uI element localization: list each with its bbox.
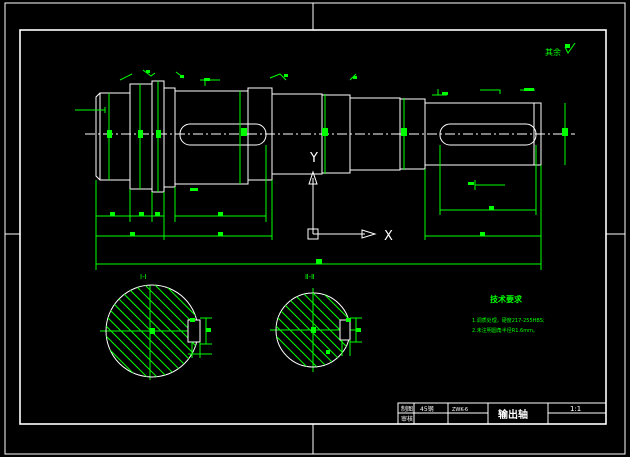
title-block-drawn-by: 制图 [401, 405, 413, 413]
title-block-material: 45钢 [420, 405, 434, 413]
roughness-note-text: 其余 [545, 47, 561, 57]
section-label-1: Ⅰ-Ⅰ [140, 273, 147, 281]
title-block-code: ZWK-6 [452, 407, 468, 413]
section-hatch-1 [106, 285, 198, 377]
title-block: 制图 审核 45钢 ZWK-6 输出轴 1:1 [397, 402, 607, 425]
section-view-2: Ⅱ-Ⅱ [270, 273, 362, 372]
section-view-1: Ⅰ-Ⅰ [100, 273, 212, 380]
title-block-part-name: 输出轴 [498, 408, 528, 421]
main-view-dimensions [75, 69, 568, 270]
technical-requirements: 技术要求 1.调质处理，硬度217-255HBS; 2.未注明圆角半径R1.6m… [472, 294, 545, 334]
tech-req-title: 技术要求 [490, 294, 523, 304]
title-block-checked-by: 审核 [401, 415, 413, 423]
drawing-frame [4, 2, 626, 455]
tech-req-item-2: 2.未注明圆角半径R1.6mm。 [472, 327, 538, 334]
ucs-axis-icon: Y X [307, 151, 393, 244]
section-label-2: Ⅱ-Ⅱ [305, 273, 314, 281]
tech-req-item-1: 1.调质处理，硬度217-255HBS; [472, 317, 545, 324]
title-block-scale: 1:1 [570, 405, 581, 413]
roughness-note: 其余 [545, 42, 576, 57]
ucs-x-label: X [384, 229, 393, 244]
ucs-y-label: Y [309, 151, 318, 166]
shaft-main-view [85, 80, 575, 193]
